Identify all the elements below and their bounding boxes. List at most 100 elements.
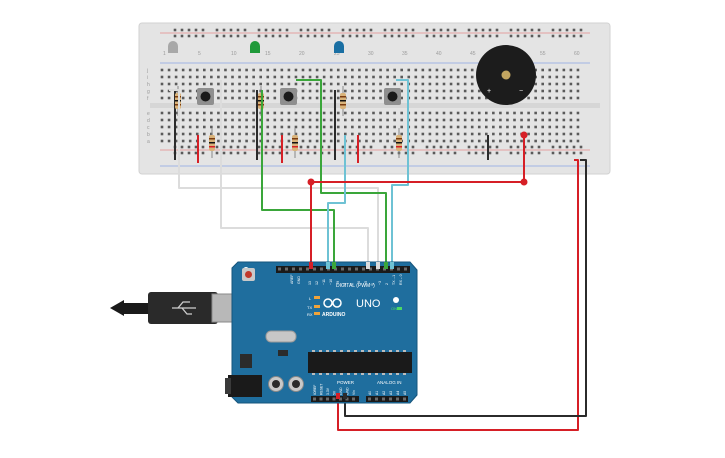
breadboard-hole bbox=[308, 68, 312, 72]
breadboard-hole bbox=[344, 111, 347, 115]
breadboard-hole bbox=[245, 139, 248, 143]
header-socket[interactable] bbox=[326, 397, 329, 401]
resistor[interactable] bbox=[209, 128, 215, 158]
rail-hole bbox=[537, 145, 541, 149]
push-button-2[interactable] bbox=[280, 88, 297, 105]
wire-red-power[interactable] bbox=[337, 159, 579, 431]
header-socket[interactable] bbox=[278, 267, 281, 271]
breadboard-hole bbox=[358, 118, 361, 122]
wire-green[interactable] bbox=[261, 90, 335, 262]
led-gray[interactable] bbox=[168, 41, 178, 53]
resistor[interactable] bbox=[340, 86, 346, 116]
header-socket[interactable] bbox=[313, 397, 316, 401]
row-letter: i bbox=[147, 75, 148, 81]
header-socket[interactable] bbox=[362, 267, 365, 271]
header-socket[interactable] bbox=[341, 267, 344, 271]
breadboard-hole bbox=[562, 132, 566, 136]
breadboard-hole bbox=[569, 139, 573, 143]
header-socket[interactable] bbox=[375, 397, 378, 401]
breadboard-hole bbox=[351, 96, 354, 100]
header-socket[interactable] bbox=[299, 267, 302, 271]
led-green[interactable] bbox=[250, 41, 260, 53]
header-socket[interactable] bbox=[348, 267, 351, 271]
chip-pin bbox=[319, 373, 322, 375]
wire-black-gnd[interactable] bbox=[344, 159, 587, 417]
wire-white[interactable] bbox=[169, 89, 379, 262]
tx-led bbox=[314, 305, 320, 308]
piezo-buzzer[interactable]: + − bbox=[476, 45, 536, 105]
breadboard-hole bbox=[477, 96, 481, 100]
resistor[interactable] bbox=[292, 128, 298, 158]
rail-hole bbox=[474, 151, 478, 155]
breadboard-hole bbox=[344, 125, 347, 129]
breadboard-hole bbox=[280, 111, 284, 115]
breadboard-hole bbox=[372, 96, 375, 100]
header-socket[interactable] bbox=[332, 397, 336, 401]
breadboard-hole bbox=[379, 82, 382, 86]
breadboard-hole bbox=[456, 132, 460, 136]
header-socket[interactable] bbox=[355, 267, 358, 271]
rail-hole bbox=[222, 34, 226, 38]
usb-cable[interactable] bbox=[110, 292, 243, 324]
wire-cyan[interactable] bbox=[391, 79, 409, 262]
breadboard-hole bbox=[308, 111, 312, 115]
header-socket[interactable] bbox=[404, 267, 407, 271]
col-number: 30 bbox=[368, 51, 374, 57]
rail-hole bbox=[390, 145, 394, 149]
rail-hole bbox=[397, 28, 401, 32]
header-socket[interactable] bbox=[319, 397, 323, 401]
breadboard-hole bbox=[372, 118, 375, 122]
led-blue[interactable] bbox=[334, 41, 344, 53]
rail-hole bbox=[362, 151, 366, 155]
header-socket[interactable] bbox=[292, 267, 295, 271]
breadboard-hole bbox=[195, 132, 199, 136]
digital-pin-label: TX→1 bbox=[392, 275, 396, 285]
power-jack[interactable] bbox=[228, 375, 262, 397]
push-button-1[interactable] bbox=[197, 88, 214, 105]
rail-hole bbox=[432, 151, 436, 155]
breadboard-hole bbox=[358, 96, 361, 100]
breadboard-hole bbox=[379, 89, 382, 93]
analog-header-label: ANALOG IN bbox=[377, 380, 402, 385]
header-socket[interactable] bbox=[313, 267, 316, 271]
header-socket[interactable] bbox=[389, 397, 392, 401]
header-socket[interactable] bbox=[369, 267, 372, 271]
breadboard-hole bbox=[252, 89, 255, 93]
push-button-3[interactable] bbox=[384, 88, 401, 105]
header-socket[interactable] bbox=[382, 397, 385, 401]
wire-white[interactable] bbox=[220, 80, 369, 262]
rail-hole bbox=[229, 34, 233, 38]
breadboard-hole bbox=[301, 96, 305, 100]
breadboard-hole bbox=[569, 75, 573, 79]
breadboard-hole bbox=[576, 118, 580, 122]
breadboard-hole bbox=[195, 118, 199, 122]
breadboard-hole bbox=[456, 89, 460, 93]
header-socket[interactable] bbox=[339, 397, 342, 401]
header-socket[interactable] bbox=[403, 397, 406, 401]
rail-hole bbox=[299, 34, 303, 38]
breadboard-hole bbox=[322, 75, 326, 79]
breadboard-hole bbox=[414, 82, 418, 86]
resistor[interactable] bbox=[396, 128, 402, 158]
breadboard-hole bbox=[266, 75, 270, 79]
breadboard-hole bbox=[245, 96, 248, 100]
rail-hole bbox=[257, 145, 261, 149]
header-socket[interactable] bbox=[285, 267, 288, 271]
breadboard-hole bbox=[181, 89, 185, 93]
breadboard-hole bbox=[421, 75, 425, 79]
breadboard-hole bbox=[442, 132, 446, 136]
breadboard-hole bbox=[576, 82, 580, 86]
breadboard-hole bbox=[414, 132, 418, 136]
header-socket[interactable] bbox=[306, 267, 309, 271]
header-socket[interactable] bbox=[320, 267, 323, 271]
wire-cyan[interactable] bbox=[327, 135, 346, 262]
header-socket[interactable] bbox=[368, 397, 371, 401]
wire-green[interactable] bbox=[296, 79, 387, 262]
header-socket[interactable] bbox=[352, 397, 355, 401]
breadboard-hole bbox=[245, 125, 248, 129]
header-socket[interactable] bbox=[397, 267, 400, 271]
breadboard-hole bbox=[344, 118, 347, 122]
header-socket[interactable] bbox=[396, 397, 399, 401]
row-letter: e bbox=[147, 111, 150, 117]
